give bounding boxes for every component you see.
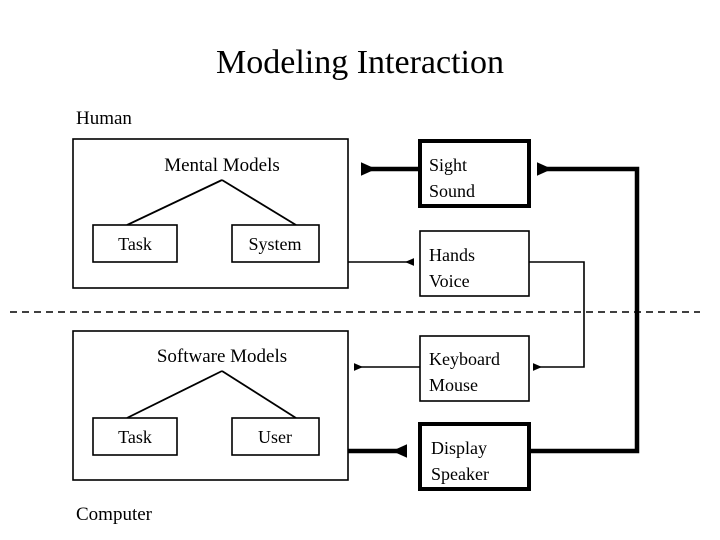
container-human-models[interactable]: [72, 138, 349, 289]
connector-display-to-sight[interactable]: [529, 162, 640, 454]
tree-edge-mental-to-system: [221, 179, 297, 226]
box-hands-voice-line2: Voice: [429, 271, 470, 291]
box-software-task-label: Task: [118, 427, 152, 447]
region-label-computer: Computer: [76, 504, 153, 525]
box-display-speaker-line2: Speaker: [431, 464, 489, 484]
tree-edge-software-to-user: [221, 370, 297, 419]
box-sight-sound-line2: Sound: [429, 181, 475, 201]
tree-edge-mental-to-task: [126, 179, 223, 226]
box-keyboard-mouse[interactable]: [419, 335, 530, 402]
box-software-task[interactable]: [92, 417, 178, 456]
box-software-user[interactable]: [231, 417, 320, 456]
box-sight-sound[interactable]: [418, 139, 531, 208]
connector-hands-to-keyboard[interactable]: [529, 261, 585, 371]
box-display-speaker-line1: Display: [431, 438, 487, 458]
box-keyboard-mouse-line1: Keyboard: [429, 349, 500, 369]
box-human-task-label: Task: [118, 234, 152, 254]
box-hands-voice[interactable]: [419, 230, 530, 297]
box-software-user-label: User: [258, 427, 292, 447]
box-keyboard-mouse-line2: Mouse: [429, 375, 478, 395]
container-human-models-title: Mental Models: [164, 155, 280, 176]
box-human-system-label: System: [248, 234, 301, 254]
page-title: Modeling Interaction: [216, 44, 504, 81]
tree-edge-software-to-task: [126, 370, 223, 419]
container-software-models-title: Software Models: [157, 346, 287, 367]
box-sight-sound-line1: Sight: [429, 155, 467, 175]
box-human-task[interactable]: [92, 224, 178, 263]
box-display-speaker[interactable]: [418, 422, 531, 491]
region-label-human: Human: [76, 108, 132, 129]
box-human-system[interactable]: [231, 224, 320, 263]
box-hands-voice-line1: Hands: [429, 245, 475, 265]
